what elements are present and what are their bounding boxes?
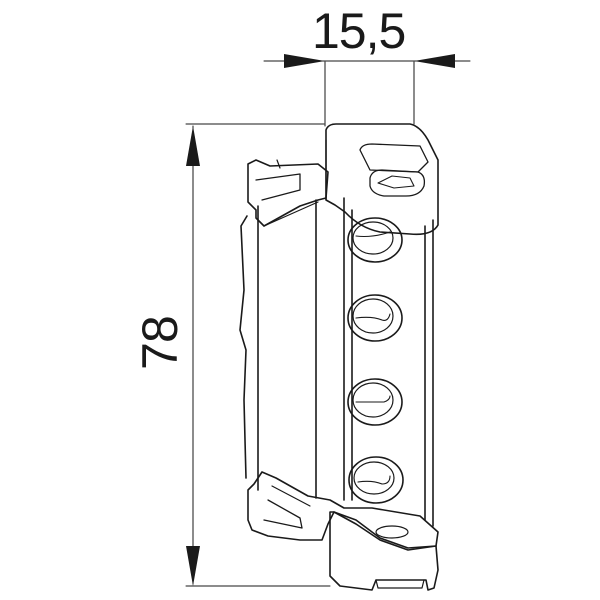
height-dimension-label: 78 — [132, 316, 188, 370]
width-dimension-label: 15,5 — [312, 3, 406, 59]
screw-hole-4 — [348, 456, 404, 504]
bottom-slot — [375, 525, 409, 539]
hinge-right-strip — [424, 219, 434, 527]
screw-hole-3 — [347, 378, 403, 426]
screw-holes — [347, 217, 404, 504]
arrow-up-icon — [186, 126, 200, 166]
height-dimension — [185, 123, 331, 587]
screw-hole-2 — [347, 294, 403, 342]
arrow-right-icon — [284, 54, 325, 68]
hinge-bottom-bracket — [247, 471, 439, 549]
screw-hole-1 — [347, 217, 403, 263]
hinge-top-bracket — [247, 159, 329, 227]
arrow-down-icon — [186, 546, 200, 586]
hinge-left-leaf — [239, 197, 353, 501]
arrow-left-icon — [414, 54, 455, 68]
hinge-top-knuckle — [325, 123, 439, 236]
hinge-bottom-knuckle — [329, 511, 439, 591]
width-dimension — [263, 54, 471, 127]
